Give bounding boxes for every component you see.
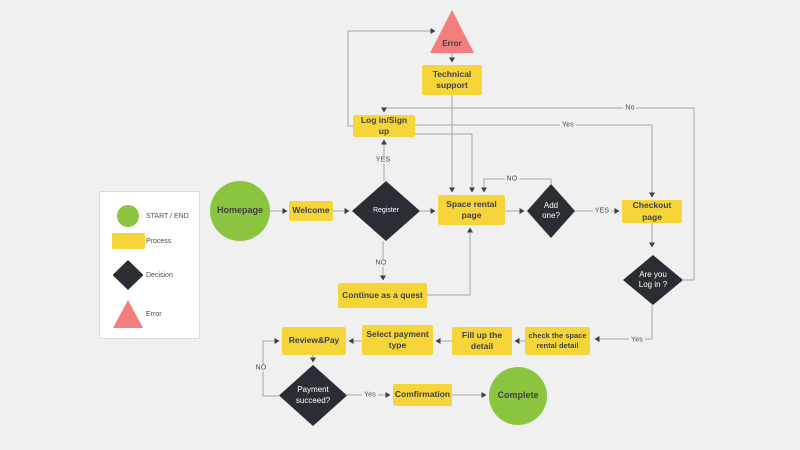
process-shape [111,233,145,249]
legend-panel: START / END Process Decision Error [99,191,200,339]
legend-item-start-end: START / END [110,205,195,227]
edge-label-are-you-login-no: No [623,104,637,112]
node-homepage: Homepage [210,181,270,241]
legend-item-process: Process [110,233,195,249]
node-technical-support: Technical support [422,65,482,95]
node-login-signup: Log in/Sign up [353,115,415,137]
edge-label-are-you-login-yes: Yes [628,336,646,344]
node-review-pay: Review&Pay [282,327,346,355]
edge-label-payment-no: NO [253,364,269,372]
node-check-space-rental-detail: check the space rental detail [525,327,590,355]
node-select-payment-type: Select payment type [362,325,433,355]
decision-shape [112,260,144,290]
edge-label-add-one-yes: YES [592,207,612,215]
legend-label: Decision [146,271,173,279]
edge-label-login-checkout-yes: Yes [559,121,577,129]
node-welcome: Welcome [289,201,333,221]
edge-label-add-one-no: NO [504,175,520,183]
edge-label-payment-yes: Yes [361,391,379,399]
node-fill-up-detail: Fill up the detail [452,327,512,355]
node-complete: Complete [489,367,547,425]
legend-label: Error [146,310,162,318]
edge-label-register-yes: YES [373,156,393,164]
legend-label: START / END [146,212,189,220]
start-end-shape [117,205,139,227]
legend-item-decision: Decision [110,260,195,290]
legend-item-error: Error [110,300,195,328]
error-shape [113,300,143,328]
edge-label-register-no: NO [373,259,389,267]
node-space-rental-page: Space rental page [438,195,505,225]
legend-label: Process [146,237,172,245]
node-checkout-page: Checkout page [622,200,682,223]
node-comfirmation: Comfirmation [393,384,452,406]
node-continue-as-quest: Continue as a quest [338,283,427,308]
